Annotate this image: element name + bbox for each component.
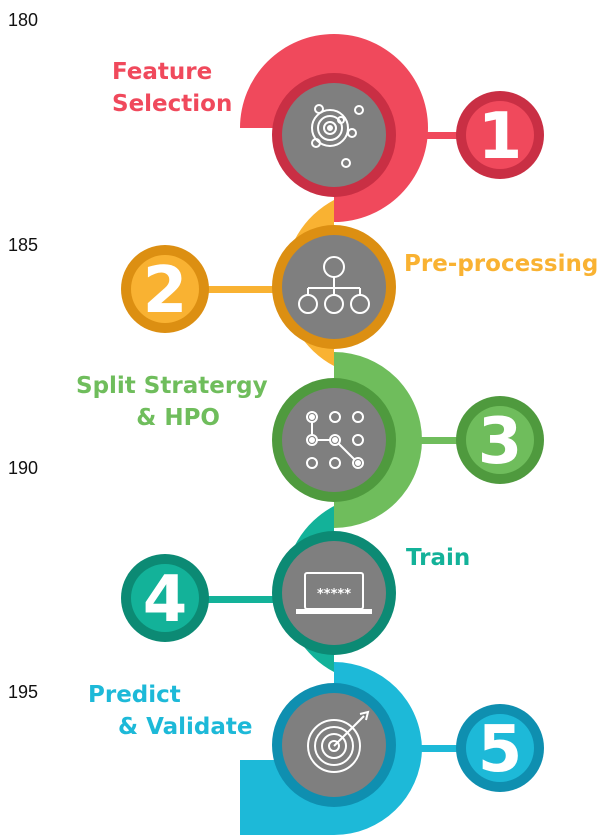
step-3-label-line-1: Split Stratergy [76,373,268,399]
step-4-label: Train [406,542,470,574]
connector-4 [195,596,280,603]
step-5-label: Predict & Validate [88,679,252,743]
step-1-label-line-1: Feature [112,59,213,85]
step-4-circle [282,541,386,645]
step-5-label-line-2: & Validate [118,714,253,740]
badge-1-number: 1 [478,100,523,174]
step-1-label: Feature Selection [112,56,232,120]
badge-3-inner [466,406,534,474]
connector-5 [395,745,475,752]
line-number-185: 185 [8,235,39,255]
connectors [195,132,480,752]
connector-2 [195,286,280,293]
step-1-circle [282,83,386,187]
hierarchy-icon [298,256,370,314]
number-badges: 1 2 3 4 5 [121,91,544,792]
step-3-label-line-2: & HPO [136,405,220,431]
badge-4-inner [131,564,199,632]
line-number-195: 195 [8,682,39,702]
badge-5-number: 5 [478,713,523,787]
badge-3-number: 3 [478,405,523,479]
step-2-label: Pre-processing [404,248,598,280]
orbit-icon [311,104,364,168]
badge-2-number: 2 [143,254,188,328]
badge-2-inner [131,255,199,323]
step-5-label-line-1: Predict [88,682,181,708]
badge-5-inner [466,714,534,782]
connector-3 [395,437,475,444]
badge-1-inner [466,101,534,169]
laptop-password-text: ***** [317,587,351,602]
step-2-label-line-1: Pre-processing [404,251,598,277]
target-arrow-icon [307,710,370,773]
connector-1 [390,132,480,139]
line-number-180: 180 [8,10,39,30]
step-1-label-line-2: Selection [112,91,233,117]
step-4-label-line-1: Train [406,545,471,571]
line-number-190: 190 [8,458,39,478]
pattern-grid-icon [306,411,364,469]
badge-4-number: 4 [143,563,188,637]
laptop-password-icon: ***** [296,572,372,614]
step-3-label: Split Stratergy & HPO [76,370,268,434]
